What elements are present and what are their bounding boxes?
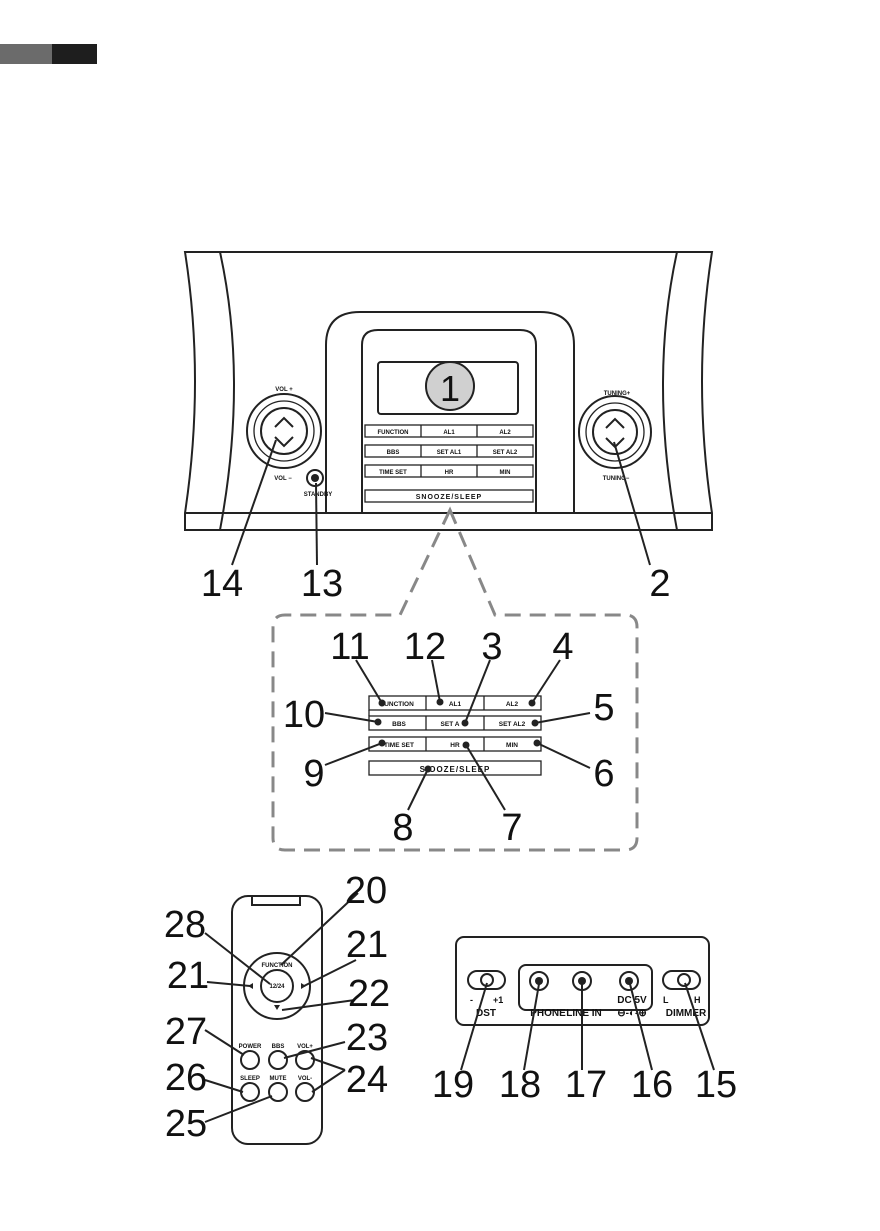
zoom-set-al1-label[interactable]: SET A: [441, 721, 460, 728]
callout-24: 24: [346, 1059, 388, 1101]
header-bar-light: [0, 44, 52, 64]
standby-label: STANDBY: [304, 492, 333, 498]
display-number: 1: [440, 368, 460, 409]
callout-25: 25: [165, 1103, 207, 1145]
standby-button[interactable]: STANDBY: [304, 469, 333, 498]
dimmer-h-label: H: [694, 995, 701, 1005]
callout-28: 28: [164, 904, 206, 946]
front-function-label[interactable]: FUNCTION: [378, 430, 409, 436]
callout-27: 27: [165, 1011, 207, 1053]
dc-label: DC 5V: [617, 995, 647, 1006]
callout-14: 14: [201, 563, 243, 605]
remote-power-button[interactable]: [240, 1050, 260, 1070]
display-marker: [425, 361, 475, 411]
remote-mute-label: MUTE: [270, 1076, 287, 1082]
volume-knob[interactable]: VOL + VOL −: [246, 387, 322, 482]
dst-label: DST: [476, 1008, 496, 1019]
remote-sleep-label: SLEEP: [240, 1076, 260, 1082]
zoom-min-label[interactable]: MIN: [506, 742, 518, 749]
callout-21-right: 21: [346, 924, 388, 966]
callout-2: 2: [649, 563, 670, 605]
dst-minus-label: -: [470, 995, 473, 1005]
remote-vol-minus-button[interactable]: [295, 1082, 315, 1102]
callout-18: 18: [499, 1064, 541, 1106]
dimmer-l-label: L: [663, 995, 669, 1005]
tuning-minus-label: TUNING−: [603, 476, 630, 482]
tuning-knob[interactable]: TUNING+ TUNING−: [578, 391, 652, 482]
callout-26: 26: [165, 1057, 207, 1099]
zoom-bbs-label[interactable]: BBS: [392, 721, 406, 728]
dimmer-switch[interactable]: [662, 970, 701, 990]
remote-power-label: POWER: [239, 1044, 262, 1050]
callout-20: 20: [345, 870, 387, 912]
zoom-set-al2-label[interactable]: SET AL2: [499, 721, 526, 728]
dimmer-label: DIMMER: [666, 1008, 707, 1019]
callout-12: 12: [404, 626, 446, 668]
remote-left-arrow-icon[interactable]: [248, 983, 253, 989]
remote-right-arrow-icon[interactable]: [301, 983, 306, 989]
remote-sleep-button[interactable]: [240, 1082, 260, 1102]
front-al1-label[interactable]: AL1: [443, 430, 455, 436]
callout-17: 17: [565, 1064, 607, 1106]
callout-22: 22: [348, 973, 390, 1015]
dst-plus-label: +1: [493, 995, 503, 1005]
zoom-snooze-label[interactable]: S OOZE/SLEEP: [420, 765, 491, 774]
callout-numbers: 14 13 2 11 12 3 4 10 5 9 6 8 7 28 20 21 …: [164, 563, 737, 1145]
phone-label: PHONE: [530, 1008, 566, 1019]
front-hr-label[interactable]: HR: [445, 470, 454, 476]
zoom-al2-label[interactable]: AL2: [506, 701, 519, 708]
callout-4: 4: [552, 626, 573, 668]
callout-5: 5: [593, 687, 614, 729]
remote-control: 12/24 FUNCTION POWER BBS VOL+ SLEEP MUTE…: [204, 892, 359, 1145]
zoom-function-label[interactable]: UNCTION: [384, 701, 414, 708]
phone-jack[interactable]: [529, 971, 549, 991]
tuning-plus-label: TUNING+: [604, 391, 631, 397]
front-set-al2-label[interactable]: SET AL2: [493, 450, 518, 456]
zoom-time-set-label[interactable]: TIME SET: [384, 742, 414, 749]
callout-3: 3: [481, 626, 502, 668]
callout-23: 23: [346, 1017, 388, 1059]
front-al2-label[interactable]: AL2: [499, 430, 511, 436]
remote-down-arrow-icon[interactable]: [274, 1005, 280, 1010]
callout-11: 11: [330, 626, 369, 668]
remote-vol-plus-label: VOL+: [297, 1044, 313, 1050]
zoom-hr-label[interactable]: HR: [450, 742, 460, 749]
remote-vol-minus-label: VOL-: [298, 1076, 312, 1082]
zoom-outline: [271, 506, 639, 852]
dc-jack[interactable]: [619, 971, 639, 991]
callout-6: 6: [593, 753, 614, 795]
callout-21-left: 21: [167, 955, 209, 997]
front-bbs-label[interactable]: BBS: [387, 450, 400, 456]
callout-10: 10: [283, 694, 325, 736]
front-min-label[interactable]: MIN: [500, 470, 511, 476]
remote-bbs-label: BBS: [272, 1044, 285, 1050]
zoom-button-panel: UNCTION AL1 AL2 BBS SET A SET AL2 TIME S…: [324, 659, 591, 811]
callout-13: 13: [301, 563, 343, 605]
dst-switch[interactable]: [467, 970, 506, 990]
callout-19: 19: [432, 1064, 474, 1106]
front-time-set-label[interactable]: TIME SET: [379, 470, 407, 476]
header-bar-dark: [52, 44, 97, 64]
main-unit: 1 FUNCTION AL1 AL2 BBS SET AL1 SET AL2 T…: [183, 251, 714, 566]
line-in-label: LINE IN: [566, 1008, 602, 1019]
remote-mute-button[interactable]: [268, 1082, 288, 1102]
callout-15: 15: [695, 1064, 737, 1106]
vol-minus-label: VOL −: [274, 476, 292, 482]
remote-bbs-button[interactable]: [268, 1050, 288, 1070]
polarity-icon: ⊖-◐-⊕: [617, 1008, 646, 1019]
callout-8: 8: [392, 807, 413, 849]
back-panel: - +1 DST PHONE LINE IN DC 5V ⊖-◐-⊕ L H D…: [455, 936, 715, 1071]
front-snooze-label[interactable]: SNOOZE/SLEEP: [416, 494, 482, 501]
front-set-al1-label[interactable]: SET AL1: [437, 450, 462, 456]
callout-16: 16: [631, 1064, 673, 1106]
remote-center-label: 12/24: [269, 984, 285, 990]
front-button-panel: FUNCTION AL1 AL2 BBS SET AL1 SET AL2 TIM…: [364, 424, 534, 503]
callout-9: 9: [303, 753, 324, 795]
remote-center-button[interactable]: [260, 969, 294, 1003]
zoom-al1-label[interactable]: AL1: [449, 701, 462, 708]
callout-7: 7: [501, 807, 522, 849]
remote-function-label: FUNCTION: [262, 963, 293, 969]
vol-plus-label: VOL +: [275, 387, 293, 393]
